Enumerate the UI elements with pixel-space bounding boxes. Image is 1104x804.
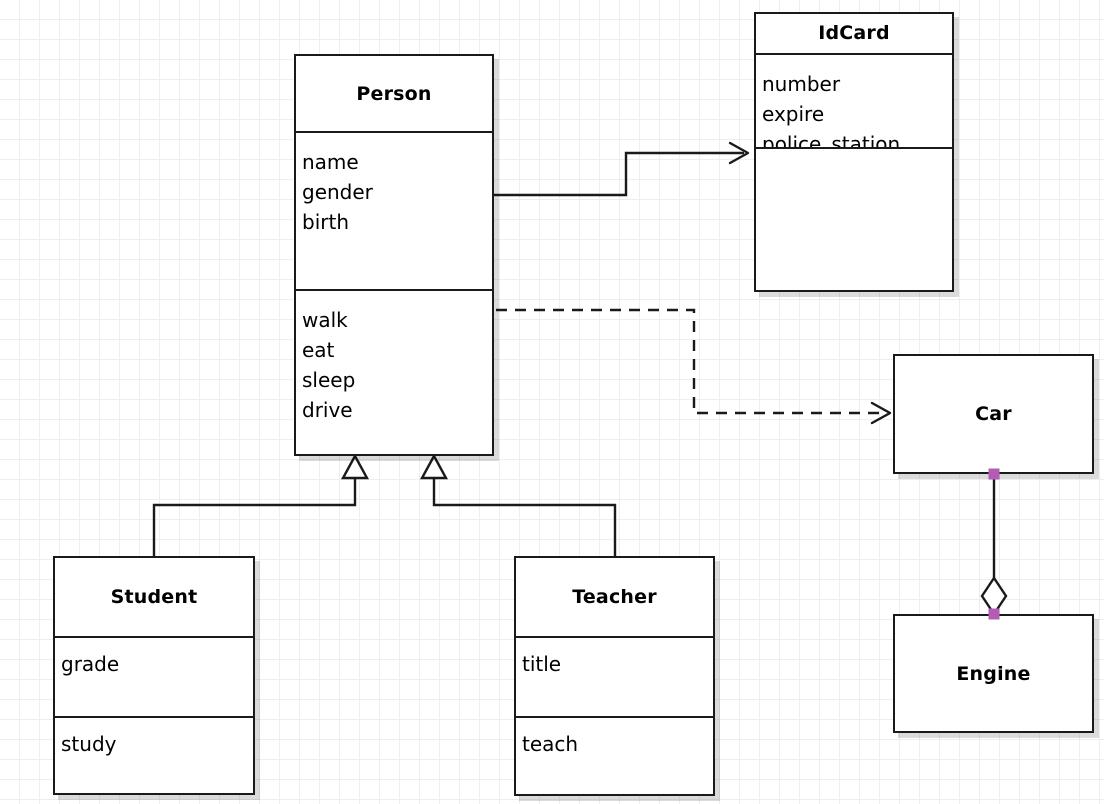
- attributes-compartment-student: grade: [55, 636, 253, 716]
- generalization-student-person[interactable]: [152, 453, 370, 556]
- class-name-text: Car: [975, 403, 1012, 425]
- uml-class-car[interactable]: Car: [893, 354, 1094, 474]
- attributes-compartment-idcard: number expire police_station: [756, 52, 952, 147]
- class-title-car: Car: [895, 356, 1092, 472]
- attribute-item: title: [522, 652, 562, 676]
- class-name-text: IdCard: [818, 22, 890, 45]
- uml-class-idcard[interactable]: IdCard number expire police_station: [754, 12, 954, 292]
- class-title-person: Person: [296, 56, 492, 131]
- connection-handle-engine[interactable]: [988, 608, 1000, 620]
- association-person-idcard[interactable]: [494, 141, 750, 197]
- class-title-student: Student: [55, 558, 253, 636]
- operation-item: sleep: [302, 368, 356, 392]
- attributes-compartment-teacher: title: [516, 636, 713, 716]
- attribute-item: gender: [302, 180, 373, 204]
- attributes-compartment-person: name gender birth: [296, 131, 492, 289]
- operations-compartment-person: walk eat sleep drive: [296, 289, 492, 454]
- attribute-item: name: [302, 150, 359, 174]
- uml-class-student[interactable]: Student grade study: [53, 556, 255, 795]
- attribute-item: grade: [61, 652, 120, 676]
- uml-class-person[interactable]: Person name gender birth walk eat sleep …: [294, 54, 494, 456]
- class-title-idcard: IdCard: [756, 14, 952, 53]
- dependency-person-car[interactable]: [496, 308, 892, 425]
- aggregation-car-engine[interactable]: [980, 474, 1008, 617]
- class-title-teacher: Teacher: [516, 558, 713, 636]
- operation-item: study: [61, 732, 117, 756]
- class-name-text: Person: [356, 82, 432, 105]
- attribute-item: expire: [762, 101, 825, 126]
- class-name-text: Engine: [956, 662, 1031, 685]
- generalization-teacher-person[interactable]: [419, 453, 617, 556]
- class-name-text: Teacher: [572, 586, 657, 608]
- operation-item: teach: [522, 732, 579, 756]
- operation-item: drive: [302, 398, 353, 422]
- operation-item: eat: [302, 338, 335, 362]
- attribute-item: birth: [302, 210, 349, 234]
- operations-compartment-student: study: [55, 716, 253, 793]
- operations-compartment-idcard: [756, 146, 952, 290]
- operation-item: walk: [302, 308, 348, 332]
- operations-compartment-teacher: teach: [516, 716, 713, 794]
- class-title-engine: Engine: [895, 616, 1092, 731]
- uml-class-engine[interactable]: Engine: [893, 614, 1094, 733]
- class-name-text: Student: [110, 586, 198, 608]
- attribute-item: number: [762, 71, 841, 96]
- connection-handle-car[interactable]: [988, 468, 1000, 480]
- uml-class-teacher[interactable]: Teacher title teach: [514, 556, 715, 796]
- attribute-item: police_station: [762, 131, 901, 147]
